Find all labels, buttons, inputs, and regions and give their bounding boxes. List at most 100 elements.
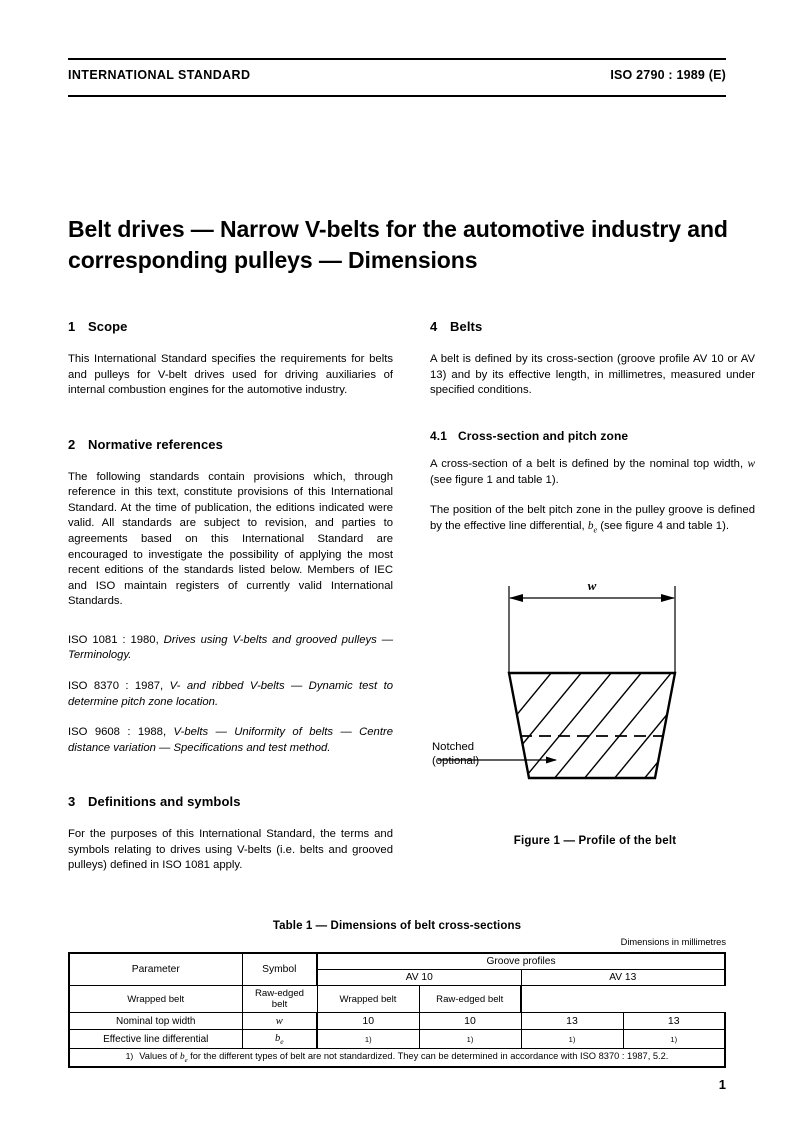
- section-hatching: [509, 673, 675, 778]
- table-row: Effective line differential be 1) 1) 1) …: [68, 1028, 727, 1050]
- cell-av13-wrapped-bed: 1): [520, 1028, 624, 1050]
- table-body: Nominal top width w 10 10 13 13 Effectiv…: [67, 1012, 727, 1068]
- reference-id: ISO 9608 : 1988,: [68, 726, 167, 739]
- cell-av13-raw-bed: 1): [622, 1028, 727, 1050]
- header-rule-top: [68, 58, 726, 60]
- table-head: Parameter Symbol Groove profiles AV 10 A…: [68, 952, 727, 1013]
- heading-belts-number: 4: [430, 319, 438, 334]
- heading-cross-section-label: Cross-section and pitch zone: [458, 428, 629, 443]
- figure-caption: Figure 1 — Profile of the belt: [513, 835, 677, 847]
- footnote-text-a: Values of: [139, 1051, 180, 1062]
- page-title: Belt drives — Narrow V-belts for the aut…: [68, 216, 728, 273]
- table-title: Table 1 — Dimensions of belt cross-secti…: [272, 920, 522, 932]
- heading-normative-number: 2: [68, 436, 76, 452]
- cell-av13-raw-width: 13: [622, 1012, 727, 1030]
- reference-id: ISO 1081 : 1980,: [68, 633, 159, 646]
- symbol-be-base: b: [587, 519, 594, 532]
- th-groove-profiles: Groove profiles: [315, 952, 727, 970]
- footnote-symbol-base: b: [179, 1052, 185, 1063]
- heading-belts-label: Belts: [450, 319, 483, 334]
- normative-intro-paragraph: The following standards contain provisio…: [68, 470, 393, 608]
- pitch-zone-text-b: (see figure 4 and table 1).: [597, 519, 729, 532]
- spacer: [68, 771, 393, 793]
- footnote-symbol-be: be: [179, 1052, 188, 1064]
- spacer: [430, 414, 755, 428]
- symbol-be-subscript: e: [593, 525, 598, 535]
- callout-line-2: (optional): [432, 755, 480, 768]
- belt-cross-section-outline: [507, 671, 677, 780]
- symbol-be-cell: be: [274, 1033, 284, 1047]
- cell-av10-raw-width: 10: [418, 1012, 522, 1030]
- table-units-note: Dimensions in millimetres: [620, 937, 726, 947]
- table-header-row-1: Parameter Symbol Groove profiles: [68, 952, 727, 986]
- cross-section-paragraph-1: A cross-section of a belt is defined by …: [430, 457, 755, 488]
- cell-av10-wrapped-bed: 1): [316, 1028, 420, 1050]
- heading-belts: 4 Belts: [430, 318, 755, 336]
- table-footnote: 1)Values of be for the different types o…: [67, 1048, 727, 1068]
- right-column: 4 Belts A belt is defined by its cross-se…: [430, 318, 755, 550]
- cross-section-text-b: (see figure 1 and table 1).: [430, 473, 559, 486]
- th-av13-raw-edged: Raw-edged belt: [418, 985, 522, 1013]
- width-symbol-label: w: [588, 578, 597, 593]
- reference-item: ISO 1081 : 1980, Drives using V-belts an…: [68, 633, 393, 664]
- callout-line-1: Notched: [432, 741, 475, 753]
- left-column: 1 Scope This International Standard speci…: [68, 318, 393, 874]
- spacer: [68, 625, 393, 633]
- th-av10-wrapped: Wrapped belt: [68, 985, 243, 1013]
- header-standard-type: INTERNATIONAL STANDARD: [68, 68, 251, 82]
- cross-section-text-a: A cross-section of a belt is defined by …: [430, 458, 748, 471]
- row-label-effective-line-differential: Effective line differential: [68, 1028, 243, 1050]
- cell-av13-wrapped-width: 13: [520, 1012, 624, 1030]
- header-rule-bottom: [68, 95, 726, 97]
- page-number: 1: [718, 1077, 726, 1092]
- heading-normative-references: 2 Normative references: [68, 436, 393, 454]
- symbol-be: be: [587, 519, 598, 535]
- heading-cross-section-number: 4.1: [430, 428, 447, 443]
- reference-item: ISO 8370 : 1987, V- and ribbed V-belts —…: [68, 679, 393, 710]
- dimensions-table: Parameter Symbol Groove profiles AV 10 A…: [67, 952, 727, 1068]
- spacer: [68, 414, 393, 436]
- belt-profile-drawing: w: [438, 578, 677, 780]
- footnote-marker: 1): [125, 1051, 134, 1062]
- row-label-nominal-top-width: Nominal top width: [68, 1012, 243, 1030]
- figure-belt-profile: w: [430, 578, 760, 868]
- header-standard-number: ISO 2790 : 1989 (E): [610, 68, 726, 82]
- reference-title: Drives using V-belts and grooved pulleys…: [68, 633, 394, 662]
- th-av10-raw-edged: Raw-edged belt: [241, 985, 318, 1013]
- heading-definitions-number: 3: [68, 794, 76, 810]
- heading-cross-section-and-pitch-zone: 4.1 Cross-section and pitch zone: [430, 428, 755, 445]
- heading-scope-label: Scope: [88, 319, 128, 334]
- heading-definitions-and-symbols: 3 Definitions and symbols: [68, 793, 393, 811]
- cell-av10-wrapped-width: 10: [316, 1012, 420, 1030]
- symbol-w: w: [747, 458, 755, 471]
- definitions-paragraph: For the purposes of this International S…: [68, 828, 393, 872]
- reference-item: ISO 9608 : 1988, V-belts — Uniformity of…: [68, 725, 393, 756]
- footnote-symbol-sub: e: [184, 1056, 188, 1064]
- symbol-be-cell-base: b: [274, 1033, 281, 1044]
- th-parameter: Parameter: [68, 952, 243, 986]
- symbol-be-cell-sub: e: [280, 1037, 284, 1047]
- heading-scope: 1 Scope: [68, 318, 393, 336]
- table-header-row-3: Wrapped belt Raw-edged belt Wrapped belt…: [68, 985, 725, 1013]
- th-symbol: Symbol: [241, 952, 318, 986]
- belts-paragraph: A belt is defined by its cross-section (…: [430, 352, 755, 397]
- cell-av10-raw-bed: 1): [418, 1028, 522, 1050]
- heading-definitions-label: Definitions and symbols: [88, 794, 241, 810]
- pitch-zone-text-a: The position of the belt pitch zone in t…: [430, 504, 755, 532]
- row-symbol-effective-line-differential: be: [241, 1028, 318, 1050]
- heading-scope-number: 1: [68, 319, 76, 334]
- reference-title: V- and ribbed V-belts — Dynamic test to …: [68, 679, 393, 708]
- th-profile-av10: AV 10: [316, 969, 522, 986]
- figure-callout-text: Notched (optional): [432, 740, 479, 768]
- reference-id: ISO 8370 : 1987,: [68, 679, 164, 692]
- row-symbol-nominal-top-width: w: [241, 1012, 318, 1030]
- reference-title: V-belts — Uniformity of belts — Centre d…: [68, 726, 394, 754]
- cross-section-paragraph-2: The position of the belt pitch zone in t…: [430, 503, 755, 535]
- heading-normative-label: Normative references: [88, 436, 223, 452]
- th-profile-av13: AV 13: [520, 969, 727, 986]
- symbol-w-cell: w: [275, 1016, 283, 1027]
- table-footnote-row: 1)Values of be for the different types o…: [67, 1048, 727, 1068]
- table-row: Nominal top width w 10 10 13 13: [68, 1012, 727, 1030]
- scope-paragraph: This International Standard specifies th…: [68, 352, 393, 397]
